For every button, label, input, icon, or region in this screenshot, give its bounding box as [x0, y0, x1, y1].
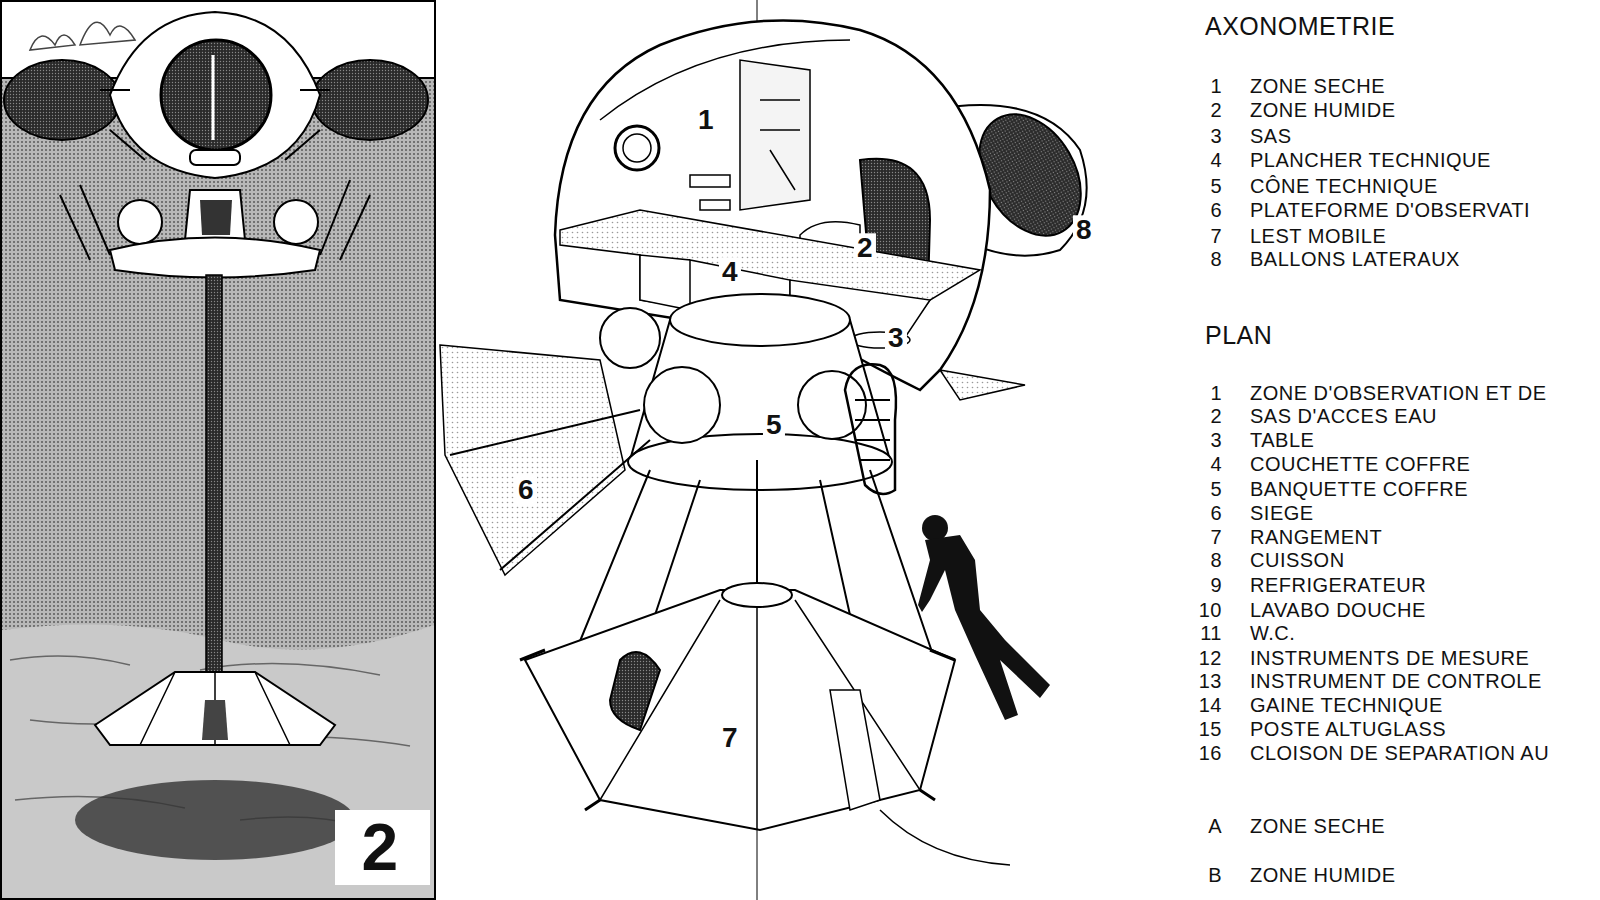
legend-text: ZONE SECHE: [1250, 75, 1385, 96]
legend-text: LAVABO DOUCHE: [1250, 599, 1426, 620]
legend-text: BANQUETTE COFFRE: [1250, 478, 1468, 499]
legend-number: 1: [1210, 75, 1222, 96]
legend-text: RANGEMENT: [1250, 526, 1382, 547]
left-panel: [1, 1, 435, 899]
callout-number: 3: [885, 323, 907, 352]
legend-number: 1: [1210, 382, 1222, 403]
legend-number: 8: [1210, 549, 1222, 570]
legend-number: 2: [1210, 100, 1222, 121]
legend-number: 3: [1210, 429, 1222, 450]
legend-text: CUISSON: [1250, 549, 1345, 570]
legend-heading: AXONOMETRIE: [1205, 13, 1395, 39]
legend-text: CÔNE TECHNIQUE: [1250, 175, 1438, 196]
legend-heading: PLAN: [1205, 321, 1272, 347]
callout-number: 8: [1073, 215, 1095, 244]
legend-text: REFRIGERATEUR: [1250, 575, 1426, 596]
callout-number: 6: [515, 475, 537, 504]
legend-number: 5: [1210, 175, 1222, 196]
legend-text: ZONE HUMIDE: [1250, 100, 1396, 121]
legend-text: PLATEFORME D'OBSERVATI: [1250, 200, 1530, 221]
legend-text: BALLONS LATERAUX: [1250, 249, 1460, 270]
legend-number: 11: [1200, 623, 1222, 644]
callout-number: 5: [763, 410, 785, 439]
callout-number: 1: [695, 105, 717, 134]
legend-text: ZONE HUMIDE: [1250, 865, 1396, 886]
legend-text: W.C.: [1250, 623, 1295, 644]
legend-text: LEST MOBILE: [1250, 225, 1386, 246]
legend-text: CLOISON DE SEPARATION AU: [1250, 742, 1549, 763]
legend-text: POSTE ALTUGLASS: [1250, 719, 1446, 740]
legend-number: 13: [1199, 671, 1222, 692]
legend-number: 2: [1210, 406, 1222, 427]
diver-figure: [918, 515, 1050, 720]
callout-number: 2: [854, 233, 876, 262]
legend-text: COUCHETTE COFFRE: [1250, 454, 1470, 475]
legend-text: INSTRUMENTS DE MESURE: [1250, 647, 1529, 668]
legend-number: 14: [1199, 694, 1222, 715]
legend-text: GAINE TECHNIQUE: [1250, 694, 1443, 715]
legend-number: 3: [1210, 125, 1222, 146]
legend-text: INSTRUMENT DE CONTROLE: [1250, 671, 1542, 692]
legend-text: PLANCHER TECHNIQUE: [1250, 150, 1491, 171]
legend-text: SAS D'ACCES EAU: [1250, 406, 1437, 427]
axonometric-cutaway: [440, 0, 1101, 900]
legend-number: 7: [1210, 225, 1222, 246]
legend-number: 16: [1199, 742, 1222, 763]
legend-letter: A: [1208, 816, 1222, 837]
legend-number: 15: [1199, 719, 1222, 740]
figure-number: 2: [361, 813, 398, 882]
legend-text: ZONE D'OBSERVATION ET DE: [1250, 382, 1547, 403]
legend-number: 7: [1210, 526, 1222, 547]
legend-text: TABLE: [1250, 429, 1314, 450]
legend-letter: B: [1208, 865, 1222, 886]
legend-number: 8: [1210, 249, 1222, 270]
legend-number: 9: [1210, 575, 1222, 596]
legend-number: 4: [1210, 150, 1222, 171]
legend-number: 6: [1210, 200, 1222, 221]
legend-text: ZONE SECHE: [1250, 816, 1385, 837]
legend-number: 10: [1199, 599, 1222, 620]
legend-text: SIEGE: [1250, 503, 1314, 524]
legend-number: 12: [1199, 647, 1222, 668]
legend-number: 6: [1210, 503, 1222, 524]
callout-number: 4: [719, 257, 741, 286]
legend-text: SAS: [1250, 125, 1292, 146]
callout-number: 7: [719, 723, 741, 752]
legend-number: 5: [1210, 478, 1222, 499]
legend-number: 4: [1210, 454, 1222, 475]
